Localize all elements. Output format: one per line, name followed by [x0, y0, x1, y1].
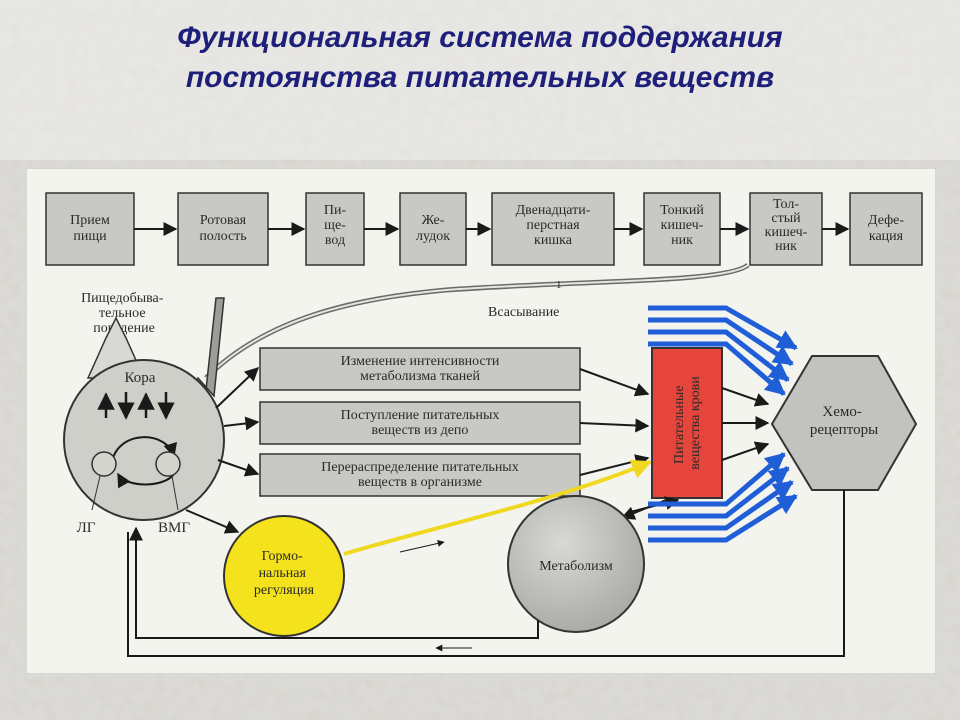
feedback-inner-loop: [129, 526, 539, 639]
hormonal-label: Гормо- нальная регуляция: [254, 549, 315, 598]
metabolism-label: Метаболизм: [539, 559, 613, 574]
blue-arrows-lower: [648, 452, 798, 543]
title-line-1: Функциональная система поддержания: [177, 21, 783, 54]
vmg-label: ВМГ: [158, 520, 190, 536]
vmg-nucleus: [155, 451, 181, 477]
title-line-2: постоянства питательных веществ: [185, 61, 775, 94]
chain-box-4: [491, 192, 615, 266]
chain-box-0: [45, 192, 135, 266]
chain-box-5: [643, 192, 721, 266]
chain-box-7: [849, 192, 923, 266]
chain-label-2: Пи-ще-вод: [324, 203, 347, 248]
chemoreceptors-label: Хемо- рецепторы: [810, 404, 878, 438]
chain-box-3: [399, 192, 467, 266]
chemoreceptors-hexagon: [770, 355, 918, 491]
cortex-arrows: [97, 392, 175, 420]
chain-label-7: Дефе-кация: [868, 213, 904, 244]
nutrients-label: Питательные вещества крови: [672, 376, 703, 470]
slide-title: Функциональная система поддержания посто…: [0, 18, 960, 98]
effector-box-2: [259, 453, 581, 497]
chain-box-6: [749, 192, 823, 266]
lg-label: ЛГ: [77, 520, 96, 536]
hormonal-circle: [223, 515, 345, 637]
metabolism-sphere: [507, 495, 645, 633]
chain-box-2: [305, 192, 365, 266]
hypothalamus-loop: [111, 436, 177, 463]
chain-box-1: [177, 192, 269, 266]
effector-box-0: [259, 347, 581, 391]
absorption-curve-inner: [205, 264, 749, 379]
hypothalamus-loop-lower: [117, 472, 175, 489]
effector-box-1: [259, 401, 581, 445]
nutrients-box: [651, 347, 723, 499]
blue-arrows-upper: [648, 305, 798, 396]
feedback-outer-loop: [127, 490, 845, 657]
chain-label-3: Же-лудок: [416, 213, 450, 244]
absorption-mark: 1: [556, 279, 562, 291]
lg-nucleus: [91, 451, 117, 477]
absorption-label: Всасывание: [488, 305, 559, 320]
cortex-label: Кора: [125, 370, 156, 386]
hormonal-arrow: [343, 459, 652, 556]
